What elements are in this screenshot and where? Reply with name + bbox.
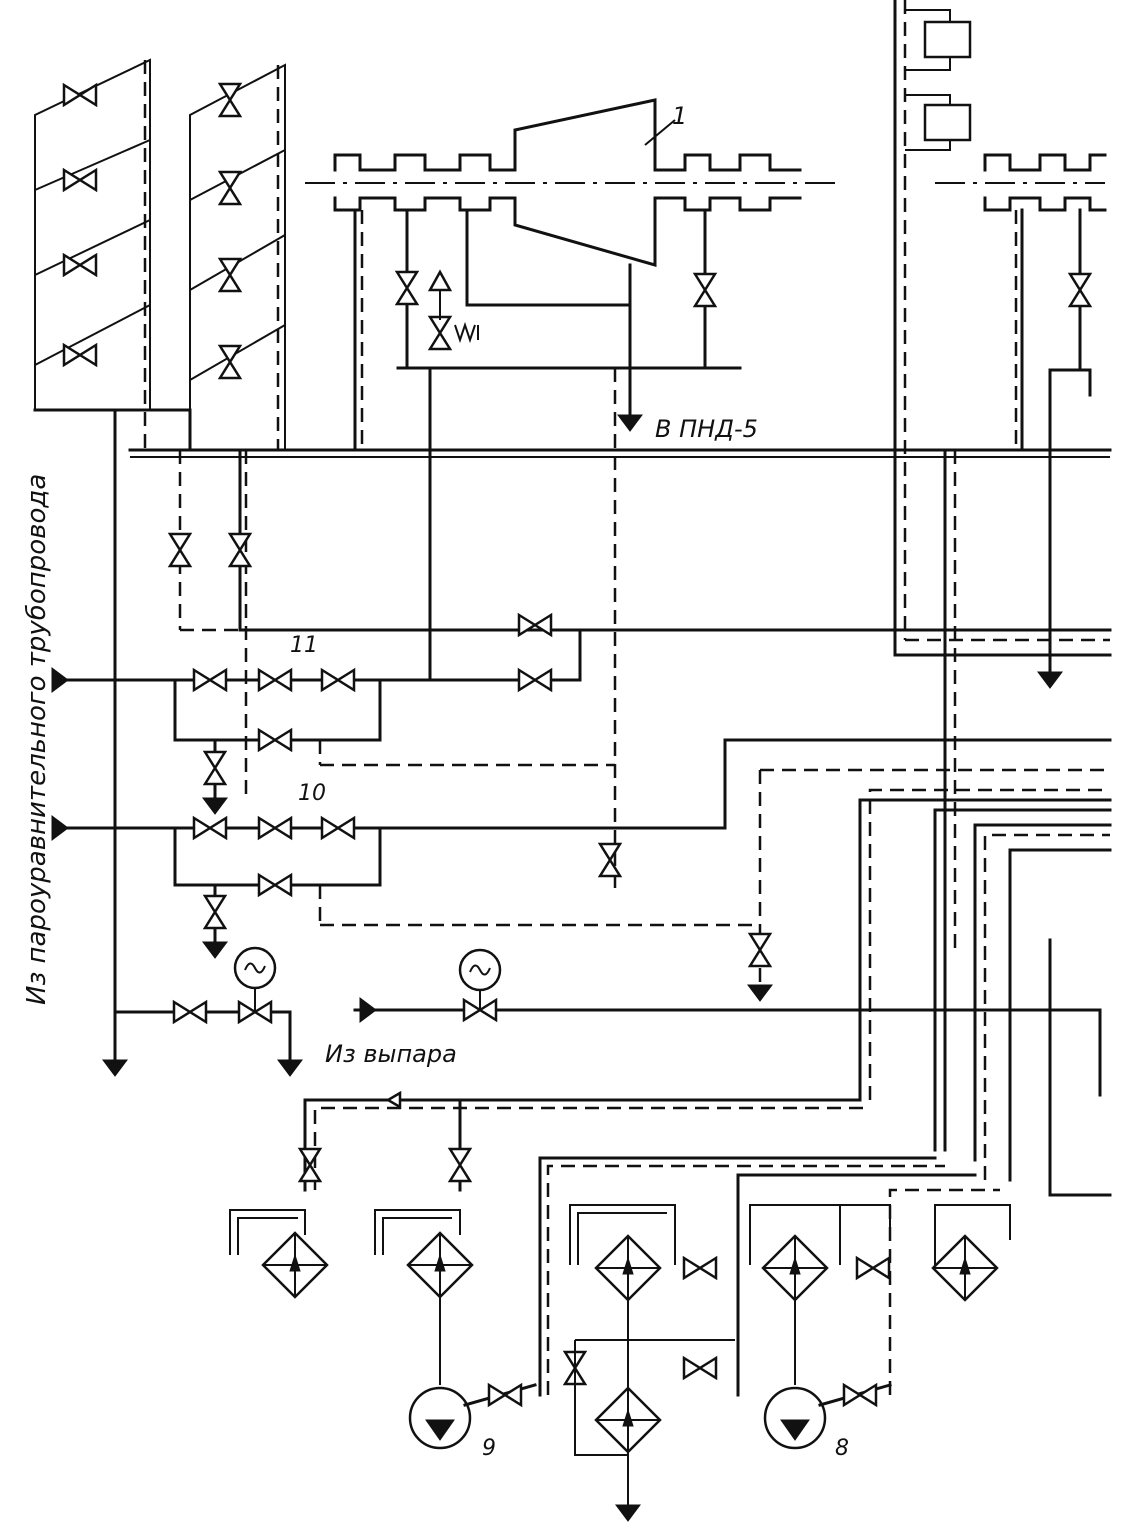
to-heater-arrow-icon <box>617 414 643 432</box>
inlet-arrow-icon-2 <box>51 815 69 841</box>
right-vertical-lines <box>893 0 1112 1197</box>
bypass-valve-10[interactable] <box>257 873 293 897</box>
turbine-right-fragment <box>935 153 1107 212</box>
motor-valve-drive-1 <box>233 946 277 990</box>
drain-arrow-10-icon <box>202 941 228 959</box>
regulator-valve-10[interactable] <box>257 816 293 840</box>
turbine-number-label: 1 <box>672 102 687 130</box>
exchanger-link-valve-1[interactable] <box>682 1256 718 1280</box>
check-valve-3[interactable] <box>218 257 242 293</box>
condensate-outlet-arrow-icon <box>615 1504 641 1522</box>
pump-8-label: 8 <box>835 1436 849 1461</box>
drain-arrow-11-icon <box>202 797 228 815</box>
exchanger-valve-1[interactable] <box>298 1147 322 1183</box>
to-heater-label: В ПНД-5 <box>655 415 758 443</box>
inlet-arrow-icon-1 <box>51 667 69 693</box>
exchanger-valve-2[interactable] <box>448 1147 472 1183</box>
bottom-distribution <box>303 1098 1000 1397</box>
heat-exchanger-6 <box>594 1386 662 1454</box>
regulator-valve-11[interactable] <box>257 668 293 692</box>
right-drain-arrow-icon <box>1037 671 1063 689</box>
evaporator-inlet-arrow-icon <box>359 997 377 1023</box>
steam-line-valve[interactable] <box>172 1000 208 1024</box>
check-arrow-icon <box>385 1090 402 1110</box>
from-evaporator-label: Из выпара <box>325 1040 457 1068</box>
from-steam-line-label: Из пароуравнительного трубопровода <box>22 474 52 1005</box>
pump-8-valve[interactable] <box>842 1383 878 1407</box>
pump-9-valve[interactable] <box>487 1383 523 1407</box>
regulator-11-label: 11 <box>290 633 318 658</box>
pump-8 <box>763 1386 827 1450</box>
exhaust-arrow-icon <box>427 269 453 292</box>
drain-valve-10[interactable] <box>203 894 227 930</box>
pump-9 <box>408 1386 472 1450</box>
safety-valve-1[interactable] <box>62 83 98 107</box>
header-valve-left[interactable] <box>168 532 192 568</box>
pump-9-label: 9 <box>482 1436 496 1461</box>
exchanger-link-valve-2[interactable] <box>855 1256 891 1280</box>
turbine-drain-valve-2[interactable] <box>693 272 717 308</box>
drain-valve-right[interactable] <box>748 932 772 968</box>
heat-exchanger-5 <box>931 1234 999 1302</box>
safety-valve-4[interactable] <box>62 343 98 367</box>
regulator-outlet-valve-10[interactable] <box>320 816 356 840</box>
regulator-inlet-valve-10[interactable] <box>192 816 228 840</box>
spring-icon <box>454 321 479 344</box>
bypass-valve-lower[interactable] <box>517 668 553 692</box>
bottom-drain-arrow-icon <box>277 1059 303 1077</box>
safety-valve-3[interactable] <box>62 253 98 277</box>
turbine-drain-lines <box>353 208 1092 452</box>
turbine-drain-valve-3[interactable] <box>1068 272 1092 308</box>
heat-exchanger-4 <box>761 1234 829 1302</box>
check-valve-mid[interactable] <box>598 842 622 878</box>
flow-meter-2 <box>923 103 972 142</box>
check-valve-1[interactable] <box>218 82 242 118</box>
flow-meter-1 <box>923 20 972 59</box>
turbine-drain-valve-1[interactable] <box>395 270 419 306</box>
drain-valve-11[interactable] <box>203 750 227 786</box>
safety-valve[interactable] <box>428 315 452 351</box>
left-drain-arrow-icon <box>102 1059 128 1077</box>
regulator-10-label: 10 <box>298 781 326 806</box>
heat-exchanger-1 <box>261 1231 329 1299</box>
bypass-valve-11[interactable] <box>257 728 293 752</box>
exchanger-link-valve-3[interactable] <box>682 1356 718 1380</box>
line-bundle <box>858 788 1112 1182</box>
right-check-valve-group <box>189 63 286 450</box>
heat-exchanger-3 <box>594 1234 662 1302</box>
regulator-outlet-valve-11[interactable] <box>320 668 356 692</box>
drain-arrow-right-icon <box>747 984 773 1002</box>
check-valve-2[interactable] <box>218 170 242 206</box>
safety-valve-2[interactable] <box>62 168 98 192</box>
left-safety-valve-group <box>33 58 192 452</box>
motor-valve-drive-2 <box>458 948 502 992</box>
heat-exchanger-2 <box>406 1231 474 1299</box>
regulator-inlet-valve-11[interactable] <box>192 668 228 692</box>
turbine: 1 <box>305 98 835 267</box>
bypass-valve-upper[interactable] <box>517 613 553 637</box>
